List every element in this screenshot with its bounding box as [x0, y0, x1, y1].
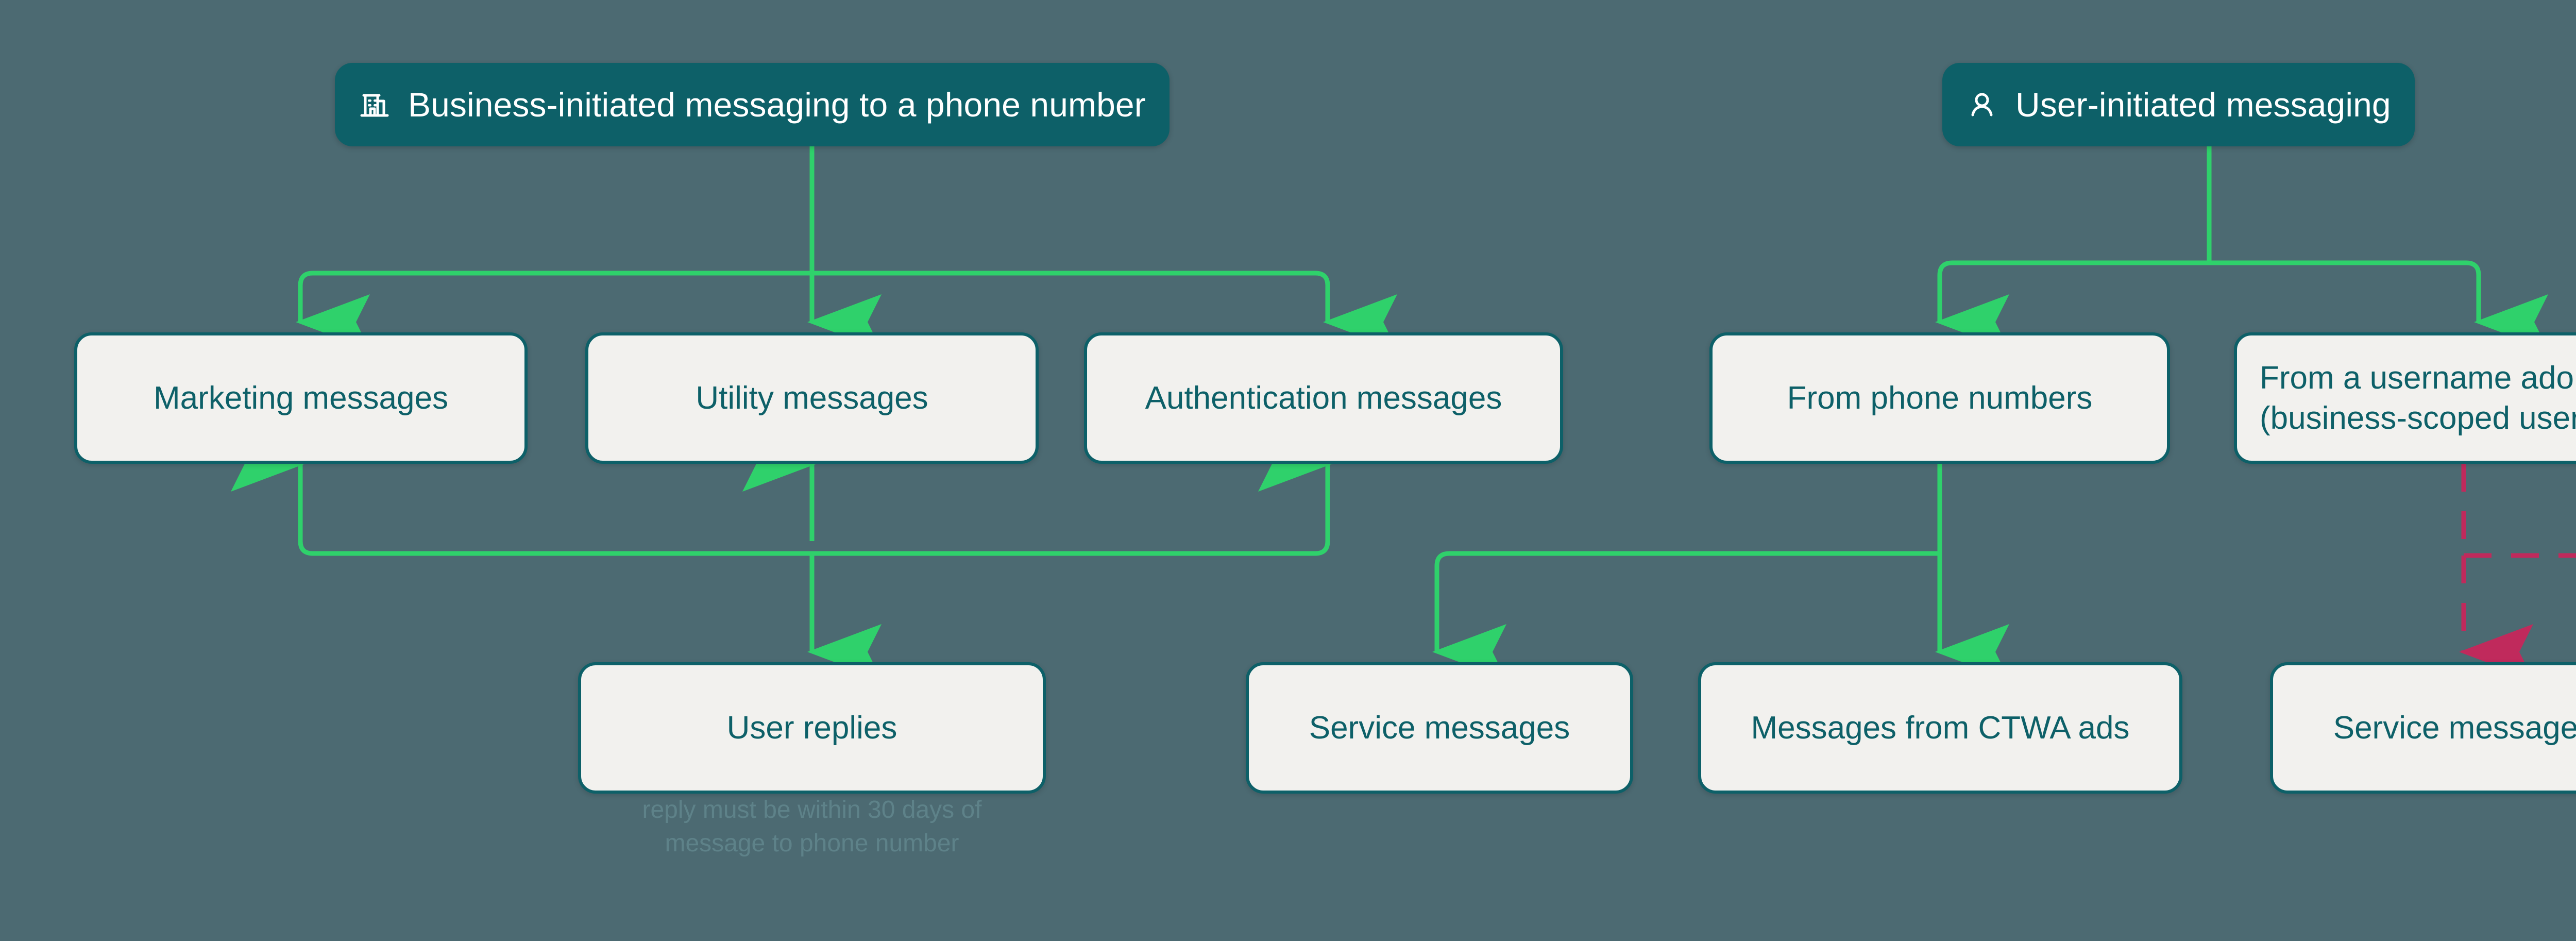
- connector-username-to-outcomes: [2461, 464, 2576, 558]
- caption-user-replies-note-line2: message to phone number: [665, 829, 959, 857]
- node-service-messages-username[interactable]: Service messages: [2270, 662, 2576, 794]
- node-utility-messages[interactable]: Utility messages: [585, 332, 1039, 464]
- node-ctwa-ads-phone[interactable]: Messages from CTWA ads: [1698, 662, 2182, 794]
- connector-phone-to-outcomes: [1432, 464, 2009, 680]
- person-icon: [1966, 89, 1998, 121]
- node-utility-messages-label: Utility messages: [696, 380, 928, 416]
- node-from-username-adopter-line1: From a username adopter: [2260, 360, 2576, 396]
- node-from-username-adopter-label: From a username adopter (business-scoped…: [2260, 358, 2576, 438]
- header-user-initiated-label: User-initiated messaging: [2015, 86, 2391, 124]
- caption-user-replies-note: reply must be within 30 days of message …: [578, 794, 1046, 861]
- node-authentication-messages-label: Authentication messages: [1145, 380, 1502, 416]
- connector-user-to-sources: [1935, 146, 2548, 350]
- node-user-replies-label: User replies: [726, 710, 897, 746]
- header-user-initiated[interactable]: User-initiated messaging: [1942, 63, 2415, 146]
- node-service-messages-username-label: Service messages: [2333, 710, 2576, 746]
- connector-categories-to-user-replies: [231, 436, 1332, 680]
- header-business-initiated[interactable]: Business-initiated messaging to a phone …: [335, 63, 1170, 146]
- node-marketing-messages[interactable]: Marketing messages: [74, 332, 528, 464]
- node-authentication-messages[interactable]: Authentication messages: [1084, 332, 1563, 464]
- node-marketing-messages-label: Marketing messages: [153, 380, 449, 416]
- node-from-username-adopter-line2: (business-scoped user ID): [2260, 400, 2576, 436]
- header-business-initiated-label: Business-initiated messaging to a phone …: [408, 86, 1146, 124]
- connector-username-arrowheads: [2459, 556, 2533, 680]
- building-icon: [359, 89, 391, 121]
- node-service-messages-phone-label: Service messages: [1309, 710, 1570, 746]
- node-from-phone-numbers-label: From phone numbers: [1787, 380, 2093, 416]
- caption-user-replies-note-line1: reply must be within 30 days of: [642, 796, 982, 824]
- node-service-messages-phone[interactable]: Service messages: [1246, 662, 1633, 794]
- node-from-username-adopter[interactable]: From a username adopter (business-scoped…: [2234, 332, 2576, 464]
- node-from-phone-numbers[interactable]: From phone numbers: [1709, 332, 2170, 464]
- node-ctwa-ads-phone-label: Messages from CTWA ads: [1751, 710, 2130, 746]
- node-user-replies[interactable]: User replies: [578, 662, 1046, 794]
- connector-business-to-categories: [296, 146, 1397, 350]
